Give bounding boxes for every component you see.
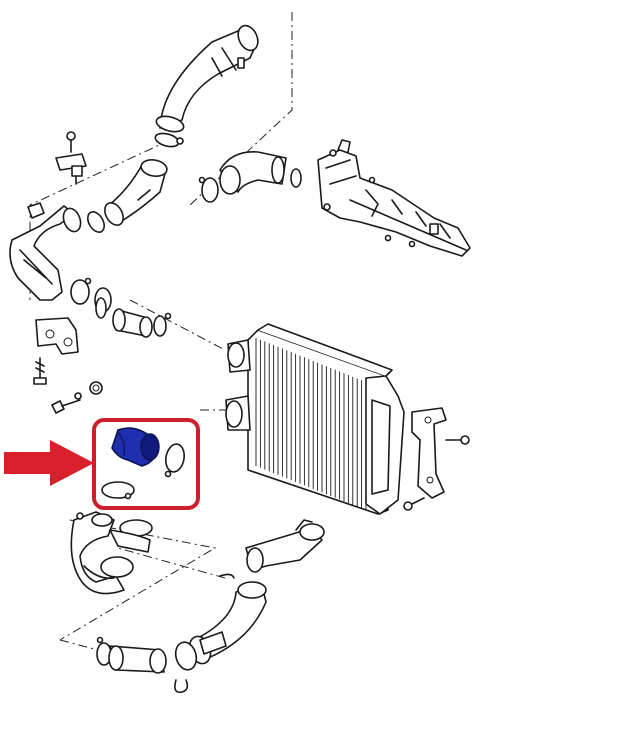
lower-right-pipe	[174, 519, 325, 671]
highlighted-part-group	[92, 418, 200, 510]
upper-air-pipe	[154, 24, 259, 148]
mid-hose	[95, 297, 172, 338]
lower-turbo-hose	[70, 511, 153, 595]
pointer-arrow	[4, 440, 94, 486]
intake-elbow	[198, 151, 302, 203]
highlight-box	[92, 418, 200, 510]
hose-clamp-right	[165, 443, 185, 473]
arrow-right-icon	[4, 440, 94, 486]
intake-manifold	[317, 139, 471, 257]
bottom-hose	[96, 636, 189, 694]
mounting-bracket	[403, 407, 470, 511]
pressure-sensor	[55, 131, 87, 185]
turbo-pipe-upper	[87, 159, 168, 233]
hose-end	[140, 433, 160, 461]
intercooler	[225, 323, 405, 515]
small-bolts	[51, 381, 103, 414]
